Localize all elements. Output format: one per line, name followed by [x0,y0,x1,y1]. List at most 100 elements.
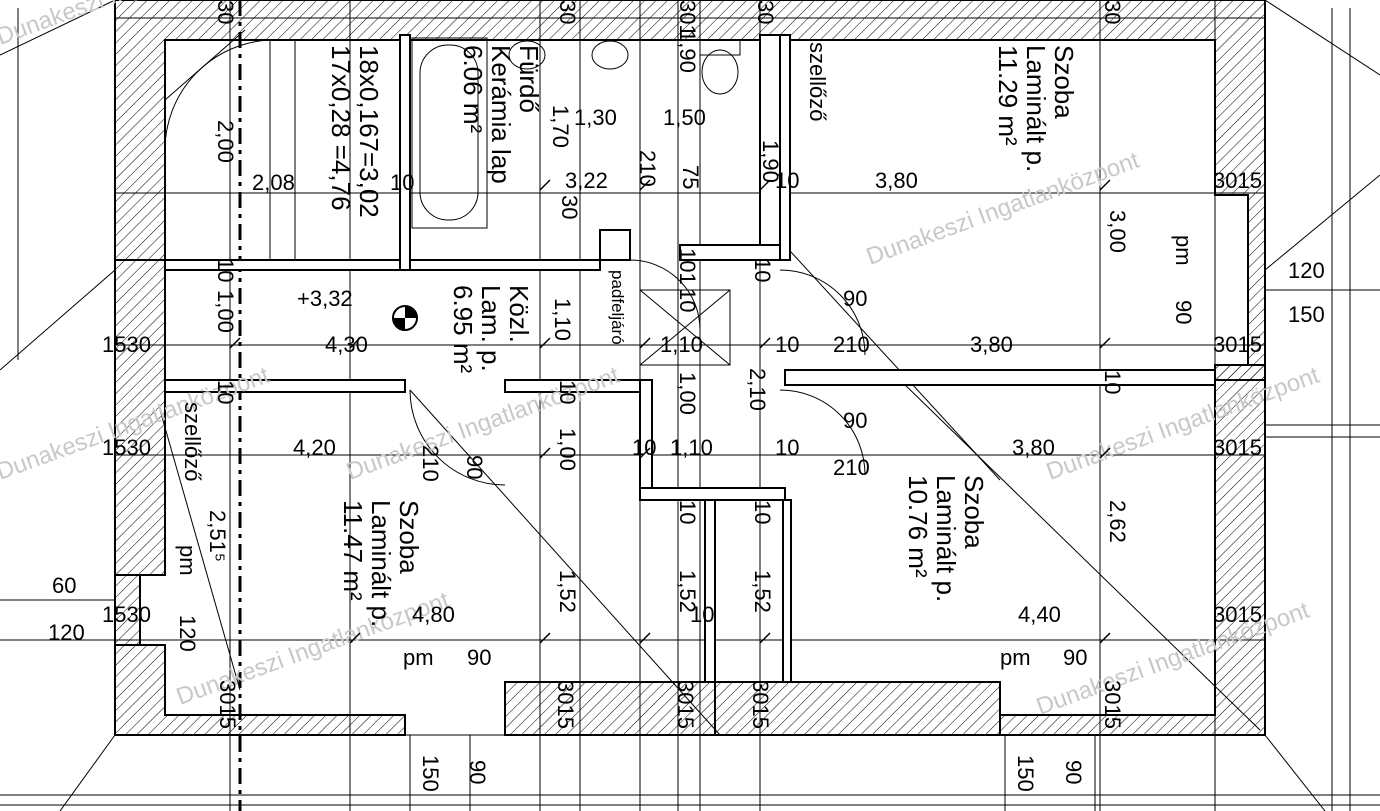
dim-label: 301 [675,0,700,37]
dim-label: 90 [1061,760,1086,784]
dim-label: pm [175,545,200,576]
room-area: 11.47 m² [338,500,368,601]
dim-label: 150 [1013,755,1038,792]
dim-label: 90 [843,408,867,433]
dim-label: 10 [775,332,799,357]
dim-label: 210 [833,332,870,357]
dim-label: 4,80 [412,602,455,627]
watermarks: Dunakeszi Ingatlanközpont Dunakeszi Inga… [0,0,1323,721]
dim-label: 3015 [1213,435,1262,460]
dim-label: 210 [833,455,870,480]
interior-walls [164,34,1216,683]
dim-label: 4,20 [293,435,336,460]
level-label: +3,32 [297,286,353,311]
room-name: Szoba [959,475,989,549]
dim-label: 10 [690,602,714,627]
dim-label: 90 [843,286,867,311]
room-floor: Lam. p. [476,285,506,372]
dim-label: 90 [1063,645,1087,670]
toilet [699,39,741,56]
room-name: Szoba [1049,45,1079,119]
dim-label: 10 [213,258,238,282]
dimension-labels: 30 30 301 1,90 30 30 1,30 1,50 1,70 3,22… [48,0,1325,792]
dim-label: 1530 [102,602,151,627]
walls [114,0,1266,736]
dim-label: 1530 [102,332,151,357]
watermark: Dunakeszi Ingatlanközpont [863,147,1143,271]
stair-spec: 18x0,167=3,02 17x0,28 =4,76 [326,45,384,218]
dim-label: 1,00 [555,428,580,471]
dimension-ticks [229,179,1111,644]
attic-access-label: padfeljáró [608,270,627,345]
sink [591,40,629,70]
dim-label: 10 [555,380,580,404]
dim-label: 4,30 [325,332,368,357]
dim-label: 90 [462,455,487,479]
dim-label: 30 [555,0,580,24]
vent-label: szellőző [805,42,830,121]
dim-label: 2,08 [252,170,295,195]
room-bedroom-se: Szoba Laminált p. 10.76 m² [903,475,989,602]
dim-label: 1,90 [675,30,700,73]
dim-label: 2,10 [745,368,770,411]
dim-label: 10 [675,288,700,312]
dim-label: 150 [1288,302,1325,327]
dim-label: 10 [775,435,799,460]
room-name: Fürdő [514,45,544,113]
dim-label: 90 [467,645,491,670]
dim-label: 1,90 [758,140,783,183]
dim-label: 2,00 [213,120,238,163]
dim-label: 1,00 [675,372,700,415]
dim-label: 120 [175,615,200,652]
dim-label: 60 [52,573,76,598]
dim-label: 1,10 [660,332,703,357]
room-name: Közl. [504,285,534,343]
dim-label: 3015 [748,680,773,729]
room-name: Szoba [394,500,424,574]
bathtub [411,37,488,229]
dim-label: pm [403,645,434,670]
dim-label: 1,52 [750,570,775,613]
dim-label: 210 [418,445,443,482]
dim-label: 3015 [1213,168,1262,193]
dim-label: 3,80 [875,168,918,193]
dim-label: 90 [1171,300,1196,324]
dim-label: 10 [750,500,775,524]
level-marker [392,305,418,331]
dim-label: 3015 [1100,680,1125,729]
dim-label: 1,52 [555,570,580,613]
dim-label: 10 [675,500,700,524]
dim-label: 30 [753,0,778,24]
dim-label: 210 [635,150,660,187]
dim-label: 3015 [1213,332,1262,357]
dim-label: 10 [1100,370,1125,394]
dim-label: 3015 [673,680,698,729]
room-bedroom-ne: Szoba Laminált p. 11.29 m² [993,45,1079,172]
dim-label: 4,40 [1018,602,1061,627]
dim-label: 120 [1288,258,1325,283]
dim-label: 1530 [102,435,151,460]
room-area: 11.29 m² [993,45,1023,146]
room-floor: Laminált p. [1021,45,1051,172]
dim-label: 10 [750,258,775,282]
dim-label: 3,22 [565,168,608,193]
dim-label: pm [1171,235,1196,266]
dim-label: 3,00 [1105,210,1130,253]
stair-spec-a: 18x0,167=3,02 [354,45,384,218]
vent-label: szellőző [180,402,205,481]
dim-label: pm [1000,645,1031,670]
dim-label: 30 [1100,0,1125,24]
room-hall: Közl. Lam. p. 6.95 m² [448,285,534,373]
dim-label: 101 [675,248,700,285]
room-floor: Kerámia lap [486,45,516,184]
fixtures [164,37,741,366]
room-bedroom-sw: Szoba Laminált p. 11.47 m² [338,500,424,627]
stair-spec-b: 17x0,28 =4,76 [326,45,356,211]
dim-label: 1,52 [675,570,700,613]
room-floor: Laminált p. [366,500,396,627]
dim-label: 120 [48,620,85,645]
room-floor: Laminált p. [931,475,961,602]
dim-label: 30 [213,0,238,24]
dim-label: 10 [775,168,799,193]
